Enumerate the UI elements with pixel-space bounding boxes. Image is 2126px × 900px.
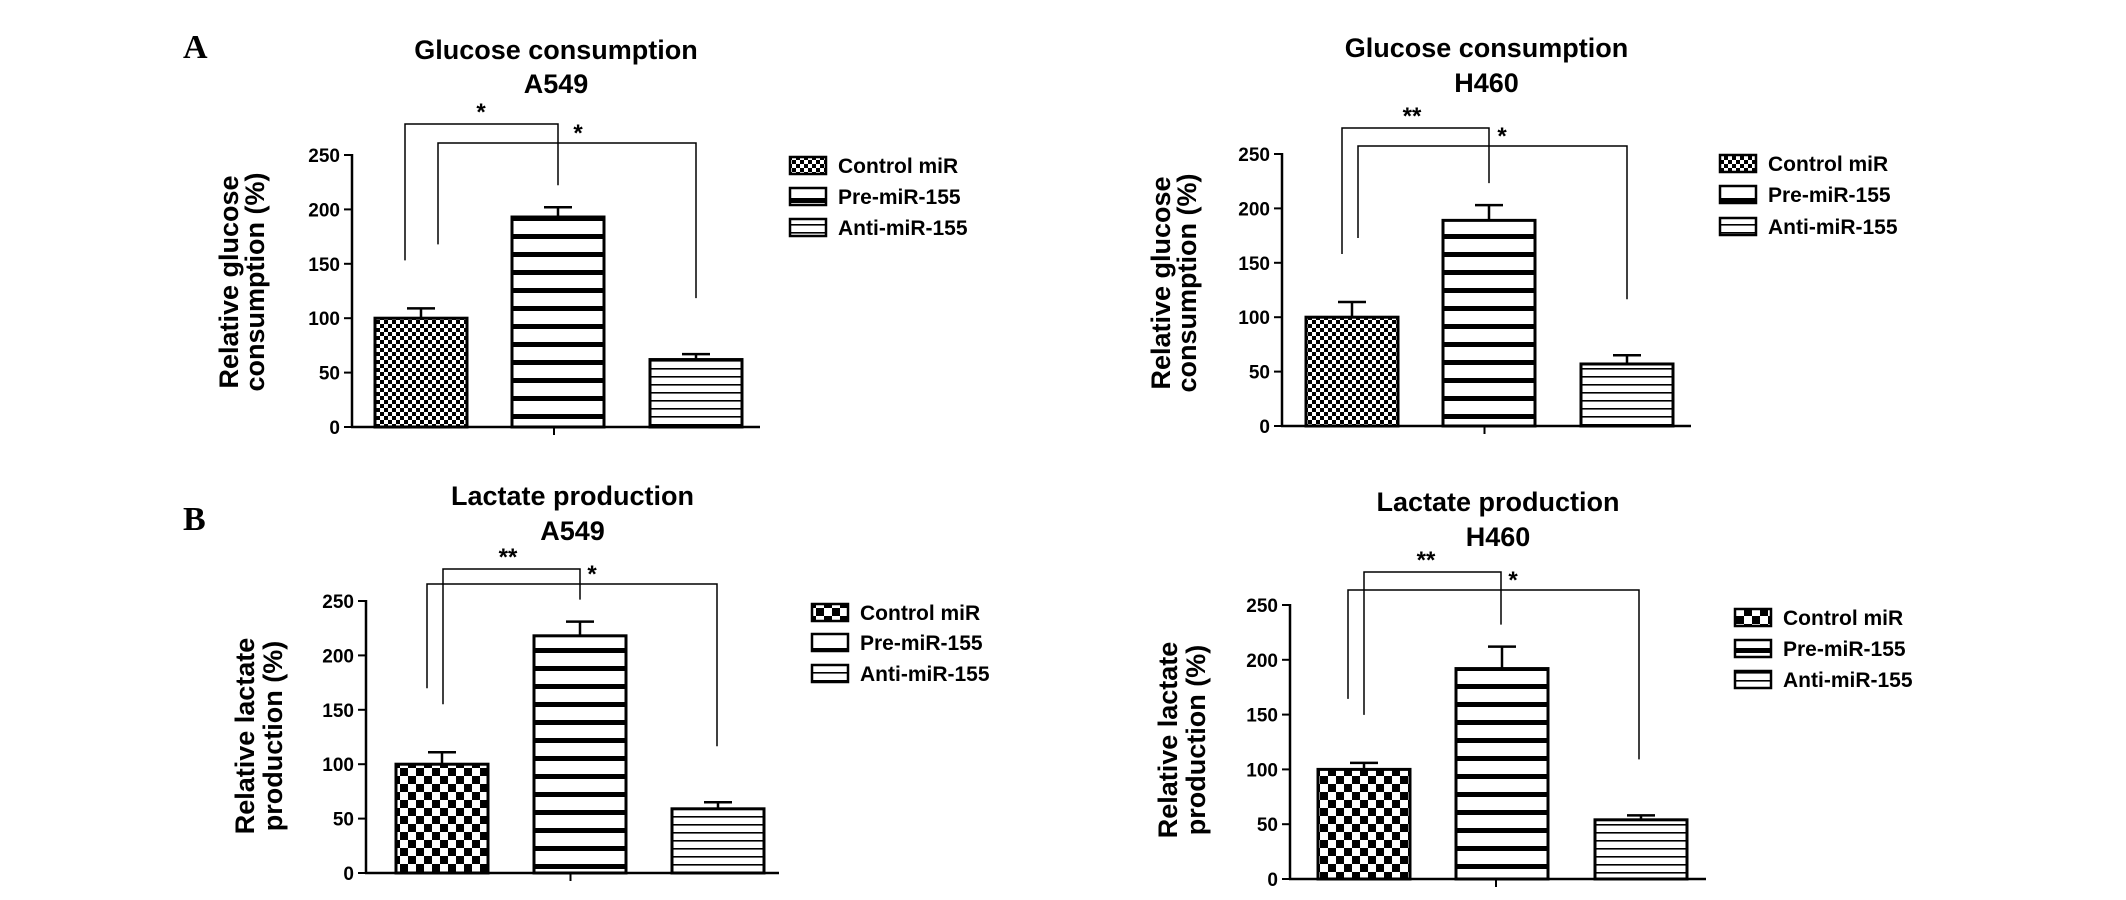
chart-title: Glucose consumption (414, 35, 698, 65)
significance-label: * (1497, 123, 1507, 150)
legend-entry: Pre-miR-155 (1783, 638, 1906, 661)
y-axis-label: Relative glucose (214, 175, 244, 388)
legend-swatch (1718, 216, 1758, 237)
chart-title: A549 (524, 69, 589, 99)
y-axis-label: production (%) (258, 641, 288, 831)
significance-label: * (573, 120, 583, 147)
legend-swatch (1718, 153, 1758, 174)
bar-pre-mir-155 (1441, 218, 1537, 428)
legend-entry: Anti-miR-155 (860, 663, 990, 686)
legend-swatch (1733, 607, 1773, 628)
y-tick-label: 150 (308, 255, 340, 276)
significance-bracket (426, 583, 718, 747)
y-tick-label: 100 (1246, 760, 1278, 781)
y-tick-label: 250 (322, 592, 354, 613)
y-tick-label: 100 (1238, 308, 1270, 329)
legend-entry: Anti-miR-155 (1768, 216, 1898, 239)
y-axis-label: consumption (%) (240, 173, 270, 392)
significance-bracket (1363, 571, 1502, 715)
legend-swatch (810, 632, 850, 653)
chart-title: Lactate production (1376, 487, 1619, 517)
y-axis-label: Relative lactate (230, 638, 260, 835)
y-tick-label: 0 (329, 418, 340, 439)
y-axis-label: Relative lactate (1153, 642, 1183, 839)
legend-entry: Control miR (860, 602, 980, 625)
bar-anti-mir-155 (1579, 362, 1675, 428)
bar-control-mir (1316, 767, 1412, 881)
chart-title: Glucose consumption (1345, 33, 1629, 63)
legend-swatch (788, 186, 828, 207)
legend-swatch (810, 602, 850, 623)
bar-anti-mir-155 (648, 358, 744, 429)
significance-label: * (476, 99, 486, 126)
y-tick-label: 150 (322, 701, 354, 722)
legend-entry: Anti-miR-155 (1783, 669, 1913, 692)
significance-label: * (587, 561, 597, 588)
y-tick-label: 0 (343, 864, 354, 885)
panel-letter-b: B (183, 501, 206, 538)
panel-letter-a: A (183, 29, 208, 66)
bar-anti-mir-155 (670, 807, 766, 875)
legend-entry: Control miR (1783, 607, 1903, 630)
legend-swatch (1733, 638, 1773, 659)
y-tick-label: 50 (1249, 363, 1270, 384)
legend-swatch (1733, 669, 1773, 690)
y-tick-label: 250 (1246, 596, 1278, 617)
y-tick-label: 200 (1238, 199, 1270, 220)
legend-entry: Pre-miR-155 (1768, 184, 1891, 207)
legend-swatch (1718, 184, 1758, 205)
significance-label: ** (1403, 103, 1422, 130)
y-tick-label: 50 (333, 810, 354, 831)
y-tick-label: 100 (308, 309, 340, 330)
significance-bracket (404, 123, 559, 261)
significance-label: ** (1417, 547, 1436, 574)
bar-control-mir (394, 762, 490, 875)
y-tick-label: 50 (1257, 815, 1278, 836)
y-tick-label: 200 (322, 646, 354, 667)
y-tick-label: 200 (308, 200, 340, 221)
chart-title: A549 (540, 516, 605, 546)
y-tick-label: 150 (1246, 706, 1278, 727)
chart-title: H460 (1466, 522, 1531, 552)
y-tick-label: 100 (322, 755, 354, 776)
bar-pre-mir-155 (532, 634, 628, 875)
y-tick-label: 0 (1267, 870, 1278, 891)
bar-control-mir (373, 316, 469, 429)
y-tick-label: 150 (1238, 254, 1270, 275)
legend-entry: Control miR (1768, 153, 1888, 176)
bar-pre-mir-155 (510, 215, 606, 429)
legend-swatch (810, 663, 850, 684)
legend-entry: Pre-miR-155 (860, 632, 983, 655)
y-tick-label: 0 (1259, 417, 1270, 438)
legend-entry: Control miR (838, 155, 958, 178)
bar-anti-mir-155 (1593, 818, 1689, 881)
legend-entry: Anti-miR-155 (838, 217, 968, 240)
y-axis-label: Relative glucose (1146, 176, 1176, 389)
significance-bracket (437, 142, 697, 299)
significance-bracket (1347, 589, 1640, 760)
significance-bracket (1341, 127, 1490, 254)
y-tick-label: 250 (1238, 145, 1270, 166)
bar-pre-mir-155 (1454, 667, 1550, 881)
significance-label: * (1508, 567, 1518, 594)
y-tick-label: 250 (308, 146, 340, 167)
bar-control-mir (1304, 315, 1400, 428)
legend-swatch (788, 155, 828, 176)
y-axis-label: consumption (%) (1172, 174, 1202, 393)
y-axis-label: production (%) (1181, 645, 1211, 835)
significance-label: ** (499, 544, 518, 571)
chart-title: H460 (1454, 68, 1519, 98)
y-tick-label: 200 (1246, 651, 1278, 672)
legend-entry: Pre-miR-155 (838, 186, 961, 209)
significance-bracket (1357, 145, 1628, 300)
legend-swatch (788, 217, 828, 238)
chart-title: Lactate production (451, 481, 694, 511)
y-tick-label: 50 (319, 364, 340, 385)
